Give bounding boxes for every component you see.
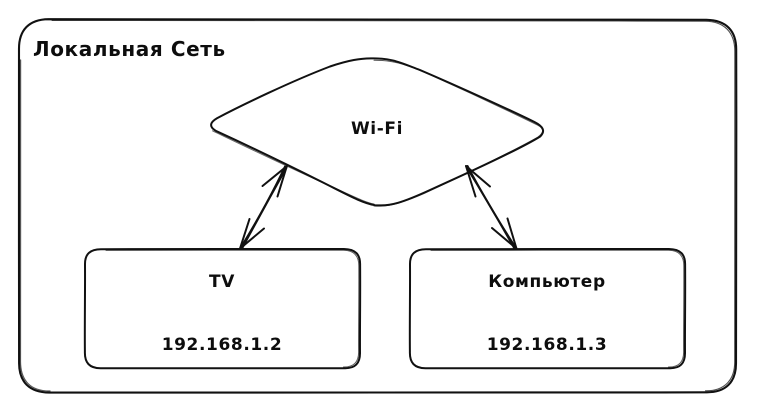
wifi-tv-arrowhead-c	[261, 165, 288, 187]
wifi-computer-shaft-up	[465, 166, 516, 251]
wifi-computer-arrowhead-d	[465, 165, 477, 198]
tv-node-outline	[83, 247, 362, 370]
computer-node-title: Компьютер	[488, 272, 605, 292]
wifi-tv-arrowhead-a	[239, 218, 251, 250]
computer-node-fill	[410, 249, 685, 368]
wifi-node-label: Wi-Fi	[351, 119, 403, 139]
wifi-computer-link[interactable]	[465, 165, 518, 251]
wifi-node-fill	[211, 59, 543, 205]
computer-node-ip: 192.168.1.3	[487, 335, 608, 355]
wifi-node[interactable]: Wi-Fi	[210, 57, 545, 207]
wifi-tv-shaft-up	[240, 166, 288, 251]
container-outline	[17, 17, 738, 394]
wifi-node-outline-overlay-lower-left	[212, 130, 375, 205]
tv-node-title: TV	[209, 272, 235, 292]
wifi-tv-link[interactable]	[239, 165, 288, 251]
computer-node-outline	[408, 247, 687, 370]
container-label: Локальная Сеть	[33, 37, 226, 61]
tv-node-outline-overlay	[105, 249, 360, 368]
container-outline-overlay-left	[19, 59, 51, 392]
computer-node-outline-overlay	[430, 249, 685, 368]
wifi-computer-arrowhead-a	[506, 217, 518, 250]
tv-node-fill	[85, 249, 360, 368]
computer-node[interactable]: Компьютер 192.168.1.3	[408, 247, 687, 370]
tv-node-ip: 192.168.1.2	[162, 335, 283, 355]
wifi-node-outline	[210, 57, 545, 207]
tv-node[interactable]: TV 192.168.1.2	[83, 247, 362, 370]
wifi-computer-arrowhead-c	[465, 165, 491, 188]
wifi-node-outline-overlay	[373, 59, 544, 207]
container-outline-overlay	[51, 19, 736, 392]
wifi-tv-arrowhead-d	[276, 165, 288, 198]
